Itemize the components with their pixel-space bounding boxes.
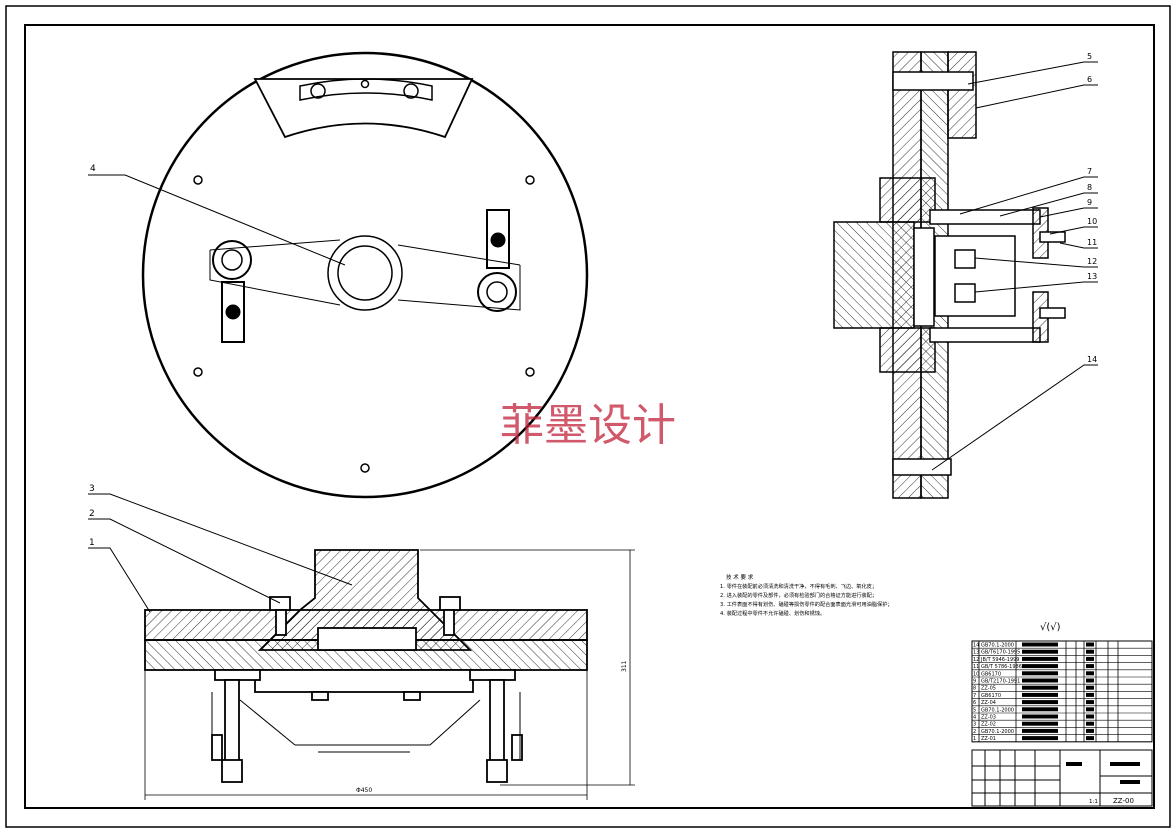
bom-row-code: ZZ-04 <box>981 700 996 706</box>
balloon-8: 8 <box>1087 183 1092 192</box>
bom-row-code: GB/T2170-1991 <box>981 679 1020 685</box>
bom-row-number: 6 <box>973 700 976 706</box>
bom-row-code: JB/T 5946-1999 <box>980 657 1020 663</box>
bom-row-name-bar <box>1022 671 1058 676</box>
bom-row-material-bar <box>1086 736 1094 741</box>
balloon-6: 6 <box>1087 75 1092 84</box>
bom-row-material-bar <box>1086 707 1094 712</box>
front-view-leaders <box>88 493 353 613</box>
title-block <box>971 749 1153 807</box>
bom-row-material-bar <box>1086 721 1094 726</box>
bom-row-material-bar <box>1086 728 1094 733</box>
bom-row-code: GB/T6170-1995 <box>981 650 1020 656</box>
balloon-13: 13 <box>1087 272 1097 281</box>
bom-row-material-bar <box>1086 656 1094 661</box>
bom-row-code: GB70.1-2000 <box>981 729 1014 735</box>
side-view <box>833 51 1066 499</box>
title-block-name-bar <box>1066 762 1082 766</box>
bom-row-code: ZZ-01 <box>981 736 996 742</box>
bom-row-number: 13 <box>973 650 979 656</box>
bom-row-name-bar <box>1022 707 1058 712</box>
leader-4 <box>88 174 346 266</box>
tech-req-title: 技 术 要 求 <box>726 573 754 581</box>
bom-row-number: 1 <box>973 736 976 742</box>
bom-row-code: ZZ-05 <box>981 686 996 692</box>
balloon-3: 3 <box>89 484 95 494</box>
dimension-height: 311 <box>621 660 628 672</box>
bom-row-material-bar <box>1086 685 1094 690</box>
scale-value: 1:1 <box>1089 799 1098 805</box>
bom-row-number: 10 <box>973 671 979 677</box>
balloon-7: 7 <box>1087 167 1092 176</box>
bom-row-number: 5 <box>973 707 976 713</box>
drawing-number: ZZ-00 <box>1113 797 1134 805</box>
bom-row-number: 7 <box>973 693 976 699</box>
bom-row-code: GB70.1-2000 <box>981 643 1014 649</box>
bom-row-name-bar <box>1022 736 1058 741</box>
bom-row-material-bar <box>1086 649 1094 654</box>
front-view <box>144 549 588 783</box>
watermark: 菲墨设计 <box>500 400 676 451</box>
bom-row-number: 11 <box>973 664 979 670</box>
bom-row-name-bar <box>1022 678 1058 683</box>
bom-row-number: 3 <box>973 722 976 728</box>
bom-row-material-bar <box>1086 642 1094 647</box>
bom-row-code: ZZ-03 <box>981 715 996 721</box>
bom-row-name-bar <box>1022 714 1058 719</box>
balloon-9: 9 <box>1087 198 1092 207</box>
bom-row-number: 2 <box>973 729 976 735</box>
bom-row-name-bar <box>1022 649 1058 654</box>
dimension-lines <box>144 549 635 800</box>
title-block-name-bar <box>1120 780 1140 784</box>
bom-row-name-bar <box>1022 721 1058 726</box>
side-view-leaders <box>931 61 1098 471</box>
balloon-11: 11 <box>1087 238 1097 247</box>
balloon-10: 10 <box>1087 217 1097 226</box>
bom-row-name-bar <box>1022 685 1058 690</box>
roughness-symbol: √(√) <box>1040 622 1061 633</box>
bom-row-material-bar <box>1086 692 1094 697</box>
bom-row-number: 8 <box>973 686 976 692</box>
tech-req-item: 2. 进入装配的零件及部件，必须有检验部门的合格证方能进行装配； <box>720 591 877 599</box>
bom-row-name-bar <box>1022 692 1058 697</box>
title-block-name-bar <box>1110 762 1140 766</box>
balloon-4: 4 <box>90 164 96 174</box>
balloon-14: 14 <box>1087 355 1097 364</box>
bom-row-code: ZZ-02 <box>981 722 996 728</box>
bom-row-name-bar <box>1022 642 1058 647</box>
balloon-12: 12 <box>1087 257 1097 266</box>
bom-row-code: GB/T 5786-1986 <box>981 664 1022 670</box>
bom-row-material-bar <box>1086 671 1094 676</box>
bom-row-name-bar <box>1022 664 1058 669</box>
bom-row-material-bar <box>1086 714 1094 719</box>
outer-border <box>5 5 1171 828</box>
balloon-2: 2 <box>89 509 95 519</box>
tech-req-item: 3. 工件表面不得有划伤、磕碰等损伤零件的配合面表面光滑可用油脂保护； <box>720 600 893 608</box>
inner-border <box>24 24 1155 809</box>
bom-row-code: GB70.1-2000 <box>981 707 1014 713</box>
front-view-thin-lines <box>211 692 521 760</box>
balloon-5: 5 <box>1087 52 1092 61</box>
bom-row-number: 14 <box>973 643 979 649</box>
bom-row-number: 9 <box>973 679 976 685</box>
bom-row-name-bar <box>1022 656 1058 661</box>
tech-req-item: 4. 装配过程中零件不允许磕碰、划伤和锈蚀。 <box>720 609 825 617</box>
bom-row-material-bar <box>1086 700 1094 705</box>
bom-row-code: GB6170 <box>981 693 1001 699</box>
tech-req-item: 1. 零件在装配前必须清洗和清洗干净，不得有毛刺、飞边、氧化皮； <box>720 582 877 590</box>
bom-row-number: 4 <box>973 715 976 721</box>
bom-row-number: 12 <box>973 657 979 663</box>
bom-row-name-bar <box>1022 728 1058 733</box>
balloon-1: 1 <box>89 538 95 548</box>
bom-row-code: GB6170 <box>981 671 1001 677</box>
bom-row-name-bar <box>1022 700 1058 705</box>
top-view <box>141 51 589 499</box>
dimension-overall-width: Φ450 <box>356 787 372 794</box>
bom-row-material-bar <box>1086 678 1094 683</box>
bom-row-material-bar <box>1086 664 1094 669</box>
